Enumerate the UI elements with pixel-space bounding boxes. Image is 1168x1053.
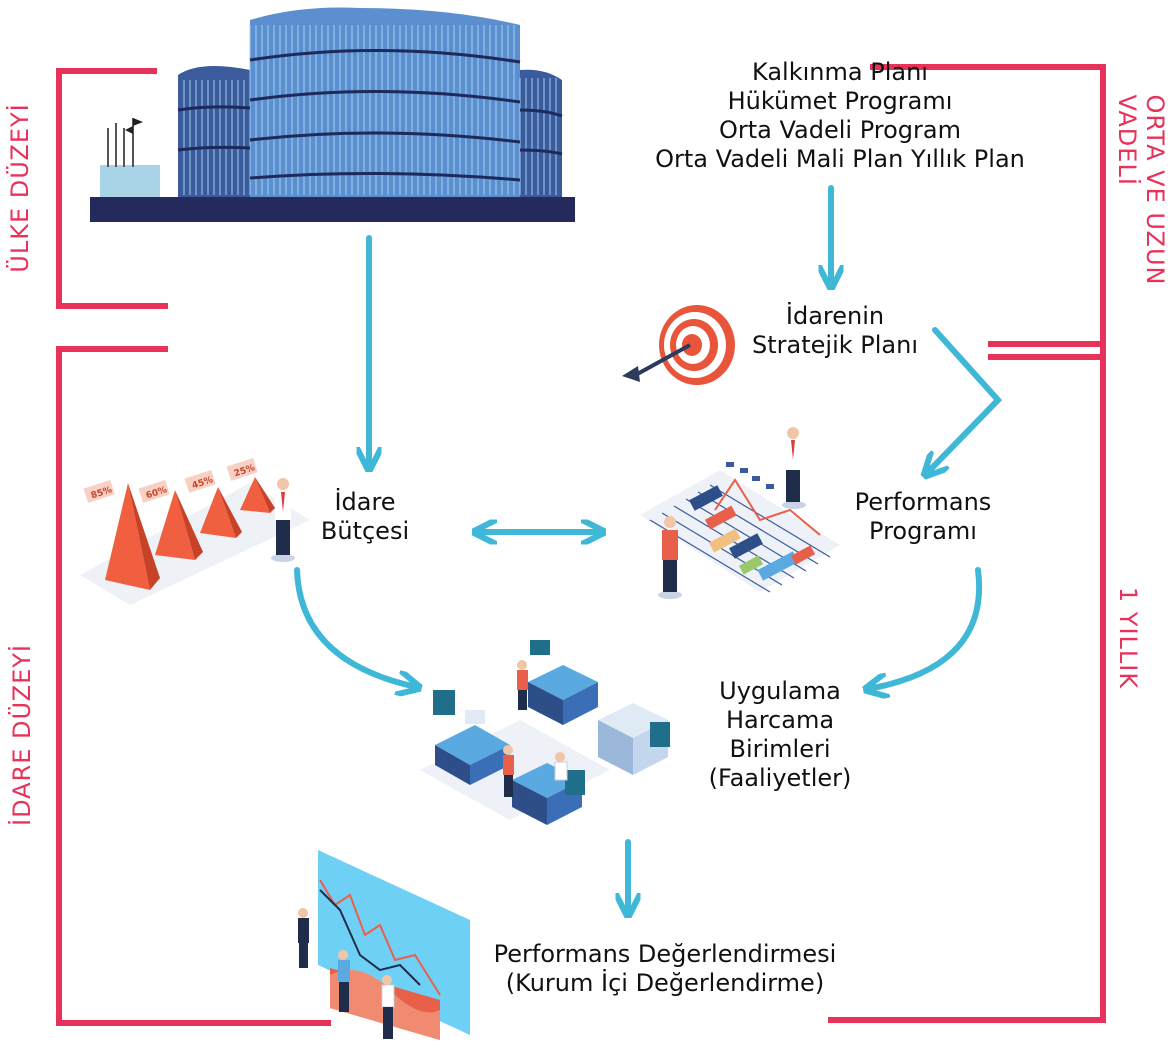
side-label-idare-duzeyi: İDARE DÜZEYİ bbox=[8, 644, 36, 826]
evaluation-line1: Performans Değerlendirmesi bbox=[493, 940, 837, 968]
arrow-strategic-to-performance bbox=[930, 327, 1003, 470]
budget-line1: İdare bbox=[334, 488, 396, 516]
bir-yillik-text: 1 YILLIK bbox=[1114, 586, 1142, 690]
flow-arrows bbox=[294, 185, 1003, 908]
government-building-icon bbox=[90, 7, 575, 222]
budget-node: İdare Bütçesi bbox=[300, 488, 430, 546]
spending-units-line3: Birimleri bbox=[729, 735, 831, 763]
performance-program-node: Performans Programı bbox=[828, 488, 1018, 546]
spending-units-line2: Harcama bbox=[725, 706, 835, 734]
evaluation-line2: (Kurum İçi Değerlendirme) bbox=[505, 969, 825, 997]
frame-yillik-bracket bbox=[828, 341, 1106, 1023]
plan-ovp: Orta Vadeli Program bbox=[719, 116, 961, 144]
frame-orta-bracket bbox=[870, 64, 1106, 360]
idare-duzeyi-text: İDARE DÜZEYİ bbox=[8, 644, 36, 826]
plans-node: Kalkınma Planı Hükümet Programı Orta Vad… bbox=[560, 58, 1120, 174]
pyramid-chart-icon: 85% 60% 45% 25% bbox=[80, 458, 310, 605]
frame-ulke-bracket bbox=[56, 68, 168, 309]
spending-units-node: Uygulama Harcama Birimleri (Faaliyetler) bbox=[680, 677, 880, 793]
frame-idare-bracket bbox=[56, 346, 331, 1026]
spending-units-line4: (Faaliyetler) bbox=[708, 764, 852, 792]
evaluation-node: Performans Değerlendirmesi (Kurum İçi De… bbox=[460, 940, 870, 998]
strategic-plan-line1: İdarenin bbox=[785, 302, 885, 330]
performance-program-line2: Programı bbox=[869, 517, 977, 545]
plan-hukumet: Hükümet Programı bbox=[727, 87, 953, 115]
strategic-plan-node: İdarenin Stratejik Planı bbox=[735, 302, 935, 360]
side-label-bir-yillik: 1 YILLIK bbox=[1114, 587, 1142, 689]
arrow-performance-to-units bbox=[873, 567, 983, 688]
budget-line2: Bütçesi bbox=[320, 517, 410, 545]
orta-ve-uzun-text: ORTA VE UZUN bbox=[1141, 94, 1168, 286]
presentation-board-icon bbox=[298, 850, 470, 1040]
ulke-duzeyi-text: ÜLKE DÜZEYİ bbox=[6, 103, 34, 273]
performance-program-line1: Performans bbox=[854, 488, 992, 516]
plan-kalkinma: Kalkınma Planı bbox=[752, 58, 928, 86]
pyramid-label-tags bbox=[83, 458, 258, 503]
office-desks-icon bbox=[420, 640, 670, 825]
side-label-orta-ve-uzun-vadeli: ORTA VE UZUN VADELİ bbox=[1113, 95, 1168, 286]
gantt-board-icon bbox=[640, 427, 840, 599]
frame-brackets bbox=[56, 64, 1106, 1026]
target-dart-icon bbox=[622, 305, 735, 385]
plan-ovmp-yillik: Orta Vadeli Mali Plan Yıllık Plan bbox=[655, 145, 1025, 173]
side-label-ulke-duzeyi: ÜLKE DÜZEYİ bbox=[6, 103, 34, 272]
arrow-budget-to-units bbox=[294, 567, 412, 686]
spending-units-line1: Uygulama bbox=[719, 677, 841, 705]
vadeli-text: VADELİ bbox=[1113, 94, 1141, 186]
strategic-plan-line2: Stratejik Planı bbox=[752, 331, 918, 359]
